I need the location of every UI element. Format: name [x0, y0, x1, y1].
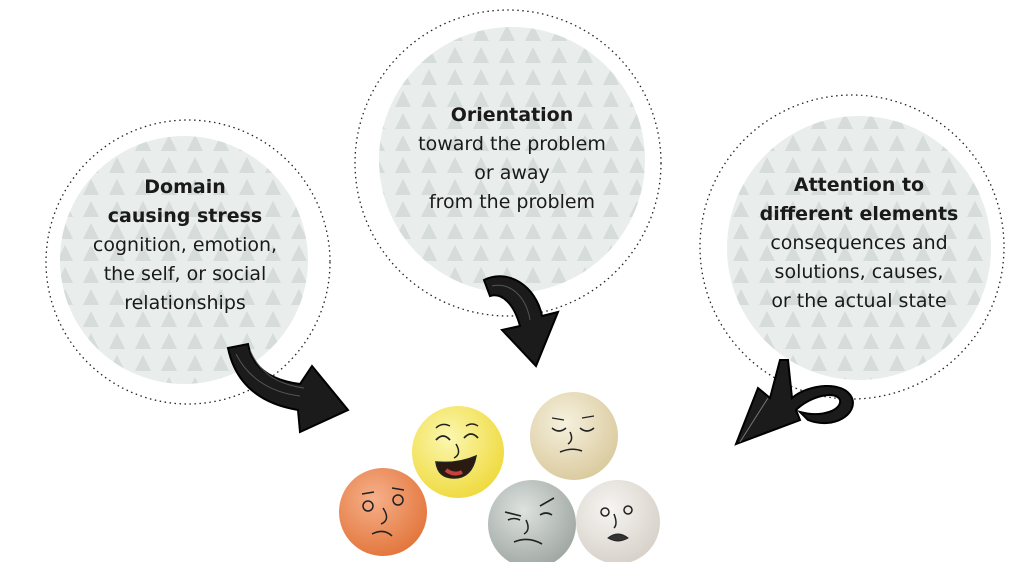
circle-domain-heading-2: causing stress [107, 205, 263, 227]
circle-domain-fill [60, 136, 308, 384]
circle-orientation-line-2: or away [474, 162, 550, 184]
circle-domain-line-1: cognition, emotion, [92, 234, 278, 256]
face-laughing [412, 406, 504, 498]
circle-attention [699, 94, 1005, 400]
circle-orientation-text: Orientation toward the problem or away f… [381, 101, 643, 217]
circle-orientation [354, 9, 662, 317]
circle-attention-heading-1: Attention to [793, 174, 925, 196]
circle-orientation-line-1: toward the problem [418, 133, 606, 155]
face-skeptical [339, 468, 427, 556]
arrow-orientation-icon [482, 275, 560, 368]
circle-domain-outline [45, 119, 331, 405]
circle-domain-line-2: the self, or social [103, 263, 267, 285]
circle-domain [45, 119, 331, 405]
circle-orientation-heading: Orientation [450, 104, 574, 126]
circle-attention-line-3: or the actual state [771, 290, 947, 312]
circle-attention-fill [727, 116, 991, 380]
scared-face-icon [576, 480, 660, 562]
angry-face-icon [488, 480, 576, 562]
circle-domain-line-3: relationships [124, 292, 246, 314]
smug-face-icon [530, 392, 618, 480]
circle-orientation-outline [354, 9, 662, 317]
face-smug [530, 392, 618, 480]
arrow-attention-icon [734, 359, 854, 446]
circle-attention-heading-2: different elements [759, 203, 959, 225]
face-angry [488, 480, 576, 562]
circle-attention-text: Attention to different elements conseque… [726, 171, 992, 316]
circle-orientation-line-3: from the problem [428, 191, 596, 213]
circle-attention-line-2: solutions, causes, [774, 261, 944, 283]
skeptical-face-icon [339, 468, 427, 556]
circle-domain-heading-1: Domain [144, 176, 226, 198]
circle-attention-outline [699, 94, 1005, 400]
arrow-domain-icon [226, 342, 350, 434]
face-scared [576, 480, 660, 562]
circle-domain-text: Domain causing stress cognition, emotion… [54, 173, 316, 318]
circle-attention-line-1: consequences and [770, 232, 948, 254]
circle-orientation-fill [379, 27, 645, 293]
